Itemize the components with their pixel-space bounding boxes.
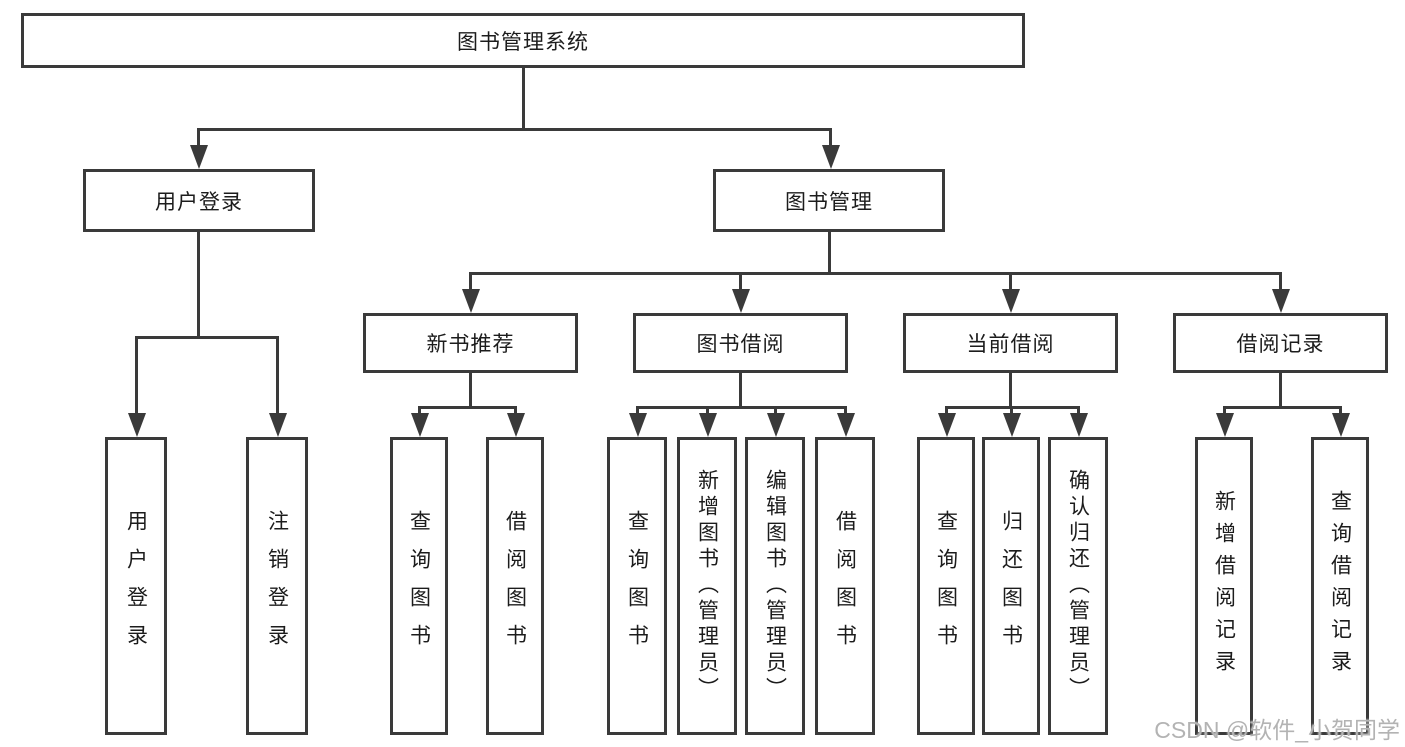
node-label: 查询图书 (934, 510, 958, 662)
node-borrow-books-borrow: 借阅图书 (815, 437, 875, 735)
arrow-down-icon (127, 336, 146, 437)
connector-rail (636, 406, 847, 409)
node-label: 新增借阅记录 (1212, 490, 1236, 682)
connector-rail (418, 406, 517, 409)
connector-trunk (469, 373, 472, 406)
node-label: 借阅记录 (1236, 333, 1325, 356)
connector-level3-rail (469, 272, 1282, 275)
node-library-management-system: 图书管理系统 (21, 13, 1025, 68)
arrow-down-icon (506, 406, 525, 437)
node-user-login-action: 用户登录 (105, 437, 167, 735)
node-label: 编辑图书（管理员） (763, 469, 787, 703)
node-label: 图书管理 (785, 190, 873, 214)
node-add-books-admin: 新增图书（管理员） (677, 437, 737, 735)
arrow-down-icon (461, 272, 480, 313)
arrow-down-icon (766, 406, 785, 437)
node-return-books: 归还图书 (982, 437, 1040, 735)
node-book-borrowing: 图书借阅 (633, 313, 848, 373)
arrow-down-icon (628, 406, 647, 437)
node-current-borrowing: 当前借阅 (903, 313, 1118, 373)
node-query-books-recommend: 查询图书 (390, 437, 448, 735)
node-confirm-return-admin: 确认归还（管理员） (1048, 437, 1108, 735)
connector-user-login-trunk (197, 232, 200, 336)
node-borrow-books-recommend: 借阅图书 (486, 437, 544, 735)
node-label: 确认归还（管理员） (1066, 469, 1090, 703)
arrow-down-icon (731, 272, 750, 313)
node-label: 归还图书 (999, 510, 1023, 662)
node-edit-books-admin: 编辑图书（管理员） (745, 437, 805, 735)
connector-trunk (739, 373, 742, 406)
node-new-book-recommend: 新书推荐 (363, 313, 578, 373)
arrow-down-icon (821, 128, 840, 169)
node-label: 查询图书 (625, 510, 649, 662)
node-add-borrow-record: 新增借阅记录 (1195, 437, 1253, 735)
node-label: 查询图书 (407, 510, 431, 662)
connector-level2-rail (197, 128, 832, 131)
node-label: 图书管理系统 (457, 30, 589, 54)
node-label: 新增图书（管理员） (695, 469, 719, 703)
node-label: 借阅图书 (503, 510, 527, 662)
node-logout-action: 注销登录 (246, 437, 308, 735)
connector-trunk (1009, 373, 1012, 406)
arrow-down-icon (1002, 406, 1021, 437)
csdn-watermark: CSDN @软件_小贺同学 (1154, 717, 1400, 743)
arrow-down-icon (1069, 406, 1088, 437)
node-label: 用户登录 (124, 510, 148, 662)
node-label: 查询借阅记录 (1328, 490, 1352, 682)
node-label: 当前借阅 (966, 333, 1055, 356)
node-query-books-current: 查询图书 (917, 437, 975, 735)
connector-trunk (1279, 373, 1282, 406)
arrow-down-icon (268, 336, 287, 437)
arrow-down-icon (1215, 406, 1234, 437)
node-user-login: 用户登录 (83, 169, 315, 232)
connector-rail (1223, 406, 1342, 409)
node-label: 借阅图书 (833, 510, 857, 662)
node-query-books-borrow: 查询图书 (607, 437, 667, 735)
arrow-down-icon (1271, 272, 1290, 313)
arrow-down-icon (937, 406, 956, 437)
node-label: 用户登录 (155, 190, 243, 214)
arrow-down-icon (1001, 272, 1020, 313)
arrow-down-icon (410, 406, 429, 437)
node-borrow-records: 借阅记录 (1173, 313, 1388, 373)
connector-root-trunk (522, 68, 525, 128)
node-label: 新书推荐 (426, 333, 515, 356)
arrow-down-icon (189, 128, 208, 169)
arrow-down-icon (836, 406, 855, 437)
arrow-down-icon (698, 406, 717, 437)
node-label: 注销登录 (265, 510, 289, 662)
connector-book-management-trunk (828, 232, 831, 272)
node-label: 图书借阅 (696, 333, 785, 356)
arrow-down-icon (1331, 406, 1350, 437)
connector-user-login-rail (135, 336, 279, 339)
node-query-borrow-record: 查询借阅记录 (1311, 437, 1369, 735)
node-book-management: 图书管理 (713, 169, 945, 232)
